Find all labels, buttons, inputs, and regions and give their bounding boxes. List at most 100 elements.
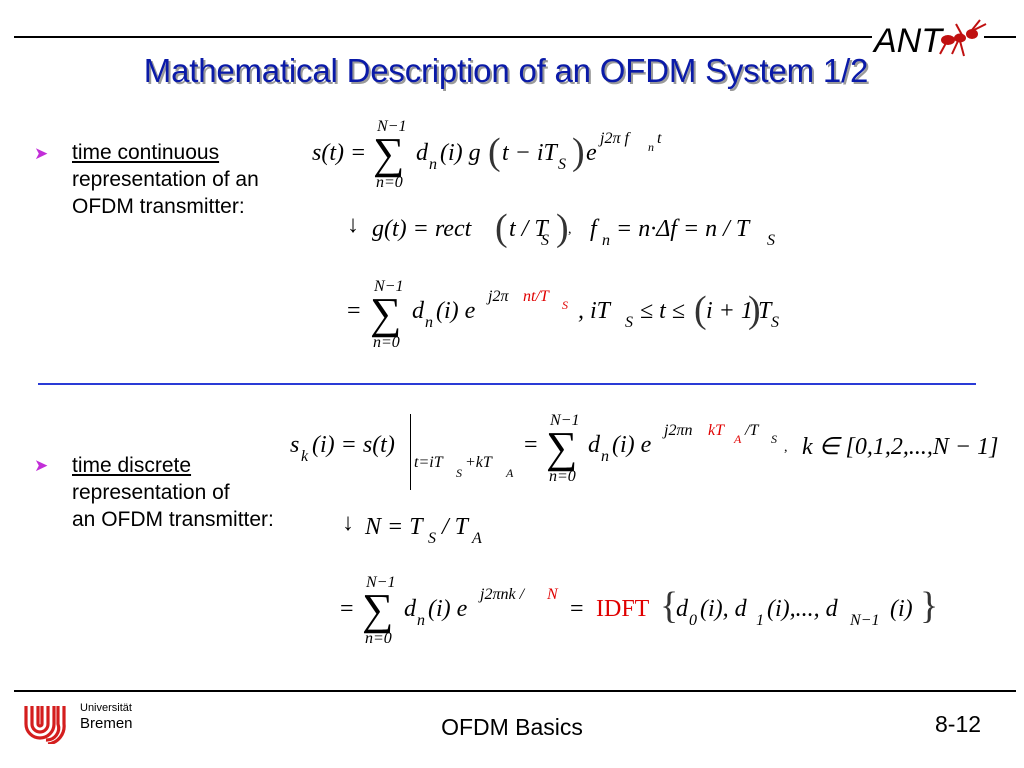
eq3-cond-sub: S: [625, 314, 633, 331]
eq1-sub-S: S: [558, 156, 566, 173]
eq3-exp-red: nt/T: [523, 288, 549, 305]
university-line1: Universität: [80, 702, 132, 714]
eq3-cond-T: T: [758, 298, 772, 324]
arrow-bullet-icon: ➤: [34, 456, 49, 475]
ant-logo-icon: ANT: [872, 19, 987, 60]
eq6-d: d: [404, 596, 416, 622]
eq4-exp2-sub: S: [771, 432, 777, 446]
page-title: Mathematical Description of an OFDM Syst…: [143, 52, 869, 89]
eq3-exp-red-sub: S: [562, 298, 568, 312]
eq2-sub: S: [541, 232, 549, 249]
sum-upper: N−1: [550, 412, 580, 429]
header-rule-left: [14, 36, 872, 38]
ant-logo-text: ANT: [872, 22, 944, 60]
university-line2: Bremen: [80, 715, 133, 732]
sum-lower: n=0: [376, 174, 403, 191]
eq1-lhs: s(t) =: [312, 140, 367, 166]
eq4-eval: t=iT: [414, 454, 443, 471]
eq3-cond2: ≤ t ≤: [640, 298, 686, 324]
eq4-d: d: [588, 432, 600, 458]
eq3-exp: j2π: [488, 288, 509, 305]
eq6-exp: j2πnk /: [480, 586, 525, 603]
eq2-paren-open: (: [495, 207, 508, 249]
eq1-e: e: [586, 140, 597, 166]
eq5-text2: / T: [442, 514, 469, 540]
eq6-args2-sub: 1: [756, 612, 764, 629]
bullet-2-line2: representation of: [72, 481, 230, 504]
university-name: Universität Bremen: [80, 702, 133, 733]
sum-lower: n=0: [549, 468, 576, 485]
eq2-fn-sub: n: [602, 232, 610, 249]
eq4-i: (i) e: [612, 432, 652, 458]
eq2-rhs-sub: S: [767, 232, 775, 249]
eq2-arg: t / T: [509, 216, 548, 242]
eq3-cond-paren: i + 1: [706, 298, 753, 324]
sum-upper: N−1: [366, 574, 396, 591]
eq5-sub2: A: [472, 530, 482, 547]
page-number: 8-12: [935, 711, 982, 737]
eq1-exp-t: t: [657, 130, 662, 147]
eq4-exp1: j2πn: [664, 422, 693, 439]
eq6-exp-red: N: [547, 586, 558, 603]
eq1-exp: j2π f: [600, 130, 629, 147]
bullet-1-line3: OFDM transmitter:: [72, 195, 245, 218]
eq2-rhs: = n·Δf = n / T: [616, 216, 750, 242]
eq1-arg: t − iT: [502, 140, 557, 166]
eq3-sub: n: [425, 314, 433, 331]
sum-upper: N−1: [374, 278, 404, 295]
eq2-g: g(t) = rect: [372, 216, 472, 242]
sum-upper: N−1: [377, 118, 407, 135]
eq1-i-g: (i) g: [440, 140, 481, 166]
eq6-eq: =: [340, 596, 354, 622]
eq6-brace-open: {: [660, 585, 679, 627]
sum-sign: ∑: [370, 289, 402, 338]
header-rule-right: [984, 36, 1016, 38]
eq6-idft: IDFT: [596, 596, 650, 622]
eq3-paren-close: ): [748, 289, 761, 331]
eq4-sub: n: [601, 448, 609, 465]
eq4-exp2: /T: [745, 422, 759, 439]
eq6-i: (i) e: [428, 596, 468, 622]
sum-lower: n=0: [373, 334, 400, 351]
bullet-text-1: time continuous representation of an OFD…: [72, 139, 259, 220]
down-arrow-icon: ↓: [342, 510, 354, 536]
eq3-cond: , iT: [578, 298, 611, 324]
eq6-args3-sub: N−1: [850, 612, 880, 629]
eq5-sub1: S: [428, 530, 436, 547]
eq6-args1-sub: 0: [689, 612, 697, 629]
eq4-sk: s: [290, 432, 300, 458]
eq3-paren-open: (: [694, 289, 707, 331]
eq6-args1: d: [676, 596, 688, 622]
section-divider: [38, 383, 976, 385]
sum-lower: n=0: [365, 630, 392, 647]
bullet-2-line1: time discrete: [72, 454, 192, 477]
eq4-eval-bar: [410, 414, 411, 490]
bullet-text-2: time discrete representation of an OFDM …: [72, 452, 274, 533]
eq4-sk-sub: k: [301, 448, 309, 465]
eq4-exp-red-sub: A: [734, 432, 742, 446]
eq2-comma: ,: [568, 222, 572, 237]
eq1-exp-sub: n: [648, 140, 654, 154]
eq2-paren-close: ): [556, 207, 569, 249]
eq6-args2: (i), d: [700, 596, 747, 622]
eq2-fn: f: [590, 216, 597, 242]
eq5-text: N = T: [365, 514, 423, 540]
eq3-i: (i) e: [436, 298, 476, 324]
eq4-exp-red: kT: [708, 422, 724, 439]
bullet-1-line1: time continuous: [72, 141, 220, 164]
eq6-sub: n: [417, 612, 425, 629]
eq4-comma: ,: [784, 440, 788, 455]
eq1-sub-n: n: [429, 156, 437, 173]
eq3-d: d: [412, 298, 424, 324]
eq4-eval-sub: S: [456, 466, 462, 480]
eq3-cond-T-sub: S: [771, 314, 779, 331]
bullet-1-line2: representation of an: [72, 168, 259, 191]
sum-sign: ∑: [546, 423, 578, 472]
eq6-eq2: =: [570, 596, 584, 622]
eq4-eval2-sub: A: [506, 466, 514, 480]
eq3-eq: =: [347, 298, 361, 324]
eq4-eval2: +kT: [465, 454, 492, 471]
eq4-eq: =: [524, 432, 538, 458]
eq4-range: k ∈ [0,1,2,...,N − 1]: [802, 434, 999, 460]
eq1-paren-open: (: [488, 131, 501, 173]
